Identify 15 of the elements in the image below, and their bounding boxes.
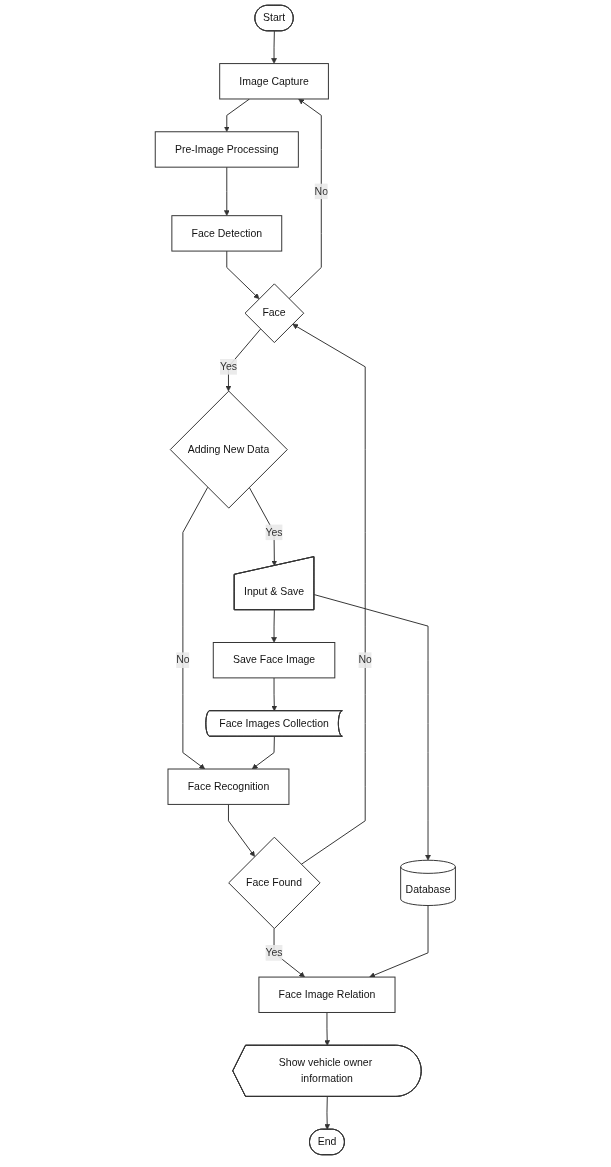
node-box: Image Capture [219, 63, 330, 100]
node-box: Face Detection [171, 215, 283, 252]
edge-label: No [314, 185, 329, 197]
edge-label: No [176, 654, 190, 666]
node-box: Pre-Image Processing [154, 131, 299, 168]
edge-label: Yes [265, 946, 283, 959]
edge-label: No [358, 654, 373, 666]
node-diamond: Face Found [228, 836, 321, 930]
node-box: Face Image Relation [258, 976, 396, 1013]
node-box: Face Recognition [167, 768, 290, 805]
edge-label: Yes [265, 526, 283, 538]
node-diamond: Adding New Data [169, 390, 288, 509]
edge-label: Yes [220, 360, 238, 373]
node-diamond: Face [244, 283, 305, 344]
node-box: Save Face Image [212, 642, 336, 679]
